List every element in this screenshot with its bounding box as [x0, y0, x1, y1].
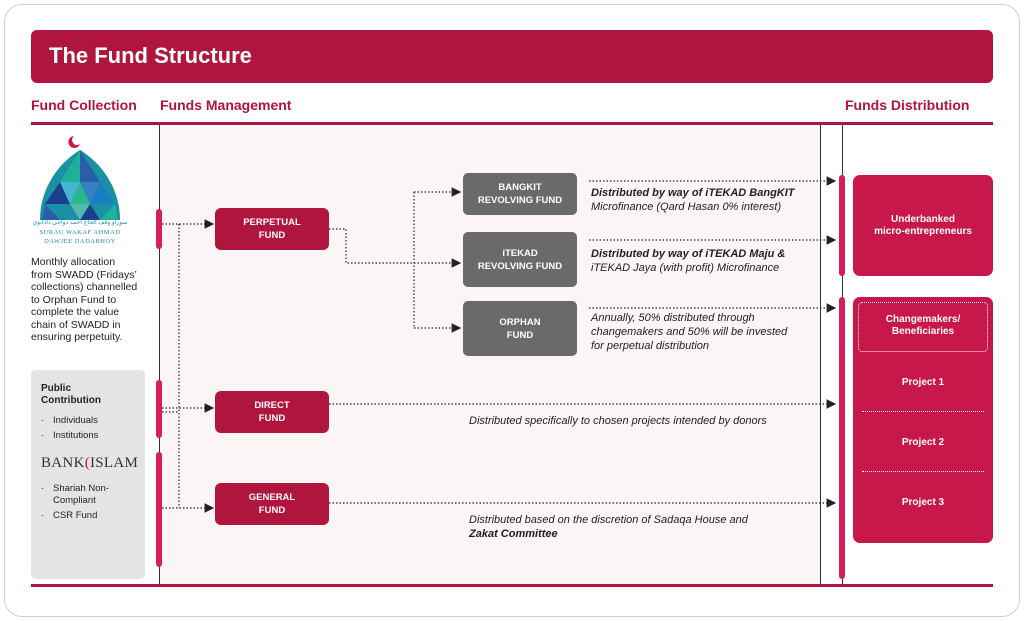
public-title: Public Contribution	[41, 383, 101, 407]
page-title: The Fund Structure	[49, 43, 252, 68]
public-item-label: Individuals	[53, 415, 98, 426]
crescent-icon: (	[84, 455, 90, 471]
desc-line: iTEKAD Jaya (with profit) Microfinance	[591, 262, 780, 274]
project-label: Project 1	[901, 377, 945, 388]
swadd-logo: سوراو وقف الحاج احمد دواجي دادابوي SURAU…	[30, 132, 130, 252]
fund-label: FUND	[258, 230, 286, 241]
desc-line: Distributed by way of iTEKAD Maju &	[591, 248, 786, 260]
divider-left	[159, 125, 160, 584]
fund-label: ORPHAN	[499, 316, 541, 328]
fund-label: FUND	[258, 505, 286, 516]
desc-line: Distributed based on the discretion of S…	[469, 514, 748, 526]
desc-line: Microfinance (Qard Hasan 0% interest)	[591, 201, 782, 213]
swadd-arabic: سوراو وقف الحاج احمد دواجي دادابوي	[32, 220, 128, 226]
connector-pill	[839, 297, 845, 579]
fund-label: DIRECT	[254, 400, 290, 411]
public-item-label: Institutions	[53, 430, 99, 441]
public-title-line: Public	[41, 383, 72, 394]
dist-line: Beneficiaries	[891, 326, 955, 337]
changemakers-box	[858, 302, 988, 352]
orphan-description: Annually, 50% distributed through change…	[591, 311, 787, 353]
desc-line: Distributed by way of iTEKAD BangKIT	[591, 187, 795, 199]
general-fund-box: GENERAL FUND	[215, 483, 329, 525]
bank-logo-text: ISLAM	[90, 455, 139, 471]
bank-logo-text: BANK	[41, 455, 85, 471]
fund-label: GENERAL	[248, 492, 296, 503]
footer-rule	[31, 584, 993, 587]
column-head-collection: Fund Collection	[31, 97, 137, 113]
swadd-line: Monthly allocation	[31, 256, 116, 268]
beneficiaries-box	[853, 297, 993, 543]
general-description: Distributed based on the discretion of S…	[469, 513, 748, 541]
swadd-name-2: DAWJEE DADABHOY	[44, 238, 116, 245]
direct-fund-box: DIRECT FUND	[215, 391, 329, 433]
divider-right-1	[820, 125, 821, 584]
bangkit-description: Distributed by way of iTEKAD BangKIT Mic…	[591, 186, 795, 214]
public-item-cont: Compliant	[53, 495, 96, 506]
direct-description: Distributed specifically to chosen proje…	[469, 415, 767, 427]
connector-pill	[156, 452, 162, 567]
desc-line: for perpetual distribution	[591, 340, 710, 352]
fund-label: FUND	[506, 329, 534, 341]
project-separator	[862, 471, 984, 472]
swadd-line: collections) channelled	[31, 281, 138, 293]
public-item: ·Shariah Non-	[41, 483, 109, 494]
swadd-name-1: SURAU WAKAF AHMAD	[39, 229, 121, 236]
swadd-line: chain of SWADD in	[31, 318, 121, 331]
fund-label: REVOLVING FUND	[477, 195, 563, 206]
bangkit-revolving-fund-box: BANGKIT REVOLVING FUND	[463, 173, 577, 215]
orphan-fund-box: ORPHAN FUND	[463, 301, 577, 356]
header-rule	[31, 122, 993, 125]
project-label: Project 3	[901, 497, 945, 508]
dist-line: Underbanked	[891, 214, 955, 225]
column-head-management: Funds Management	[160, 97, 292, 113]
desc-line: Zakat Committee	[469, 528, 558, 540]
public-title-line: Contribution	[41, 395, 101, 406]
itekad-description: Distributed by way of iTEKAD Maju & iTEK…	[591, 247, 785, 275]
public-item: ·CSR Fund	[41, 510, 98, 521]
underbanked-label: Underbanked micro-entrepreneurs	[853, 214, 993, 238]
project-label: Project 2	[901, 437, 945, 448]
dist-line: Changemakers/	[885, 314, 961, 325]
fund-label: PERPETUAL	[243, 217, 301, 228]
desc-line: Annually, 50% distributed through	[591, 312, 755, 324]
public-item: ·Institutions	[41, 430, 99, 441]
connector-pill	[839, 175, 845, 276]
swadd-line: complete the value	[31, 306, 120, 318]
bank-islam-logo: BANK(ISLAM	[41, 455, 138, 472]
underbanked-box	[853, 175, 993, 276]
perpetual-fund-box: PERPETUAL FUND	[215, 208, 329, 250]
public-item-label: Shariah Non-	[53, 483, 109, 494]
connector-pill	[156, 209, 162, 249]
swadd-description: Monthly allocation from SWADD (Fridays’ …	[31, 256, 155, 344]
fund-label: BANGKIT	[498, 182, 542, 193]
itekad-revolving-fund-box: iTEKAD REVOLVING FUND	[463, 232, 577, 287]
connector-pill	[156, 380, 162, 438]
fund-label: REVOLVING FUND	[477, 260, 563, 272]
mosque-dome-icon	[40, 136, 120, 220]
desc-line: changemakers and 50% will be invested	[591, 326, 788, 338]
swadd-line: to Orphan Fund to	[31, 293, 117, 306]
fund-label: FUND	[258, 413, 286, 424]
fund-label: iTEKAD	[502, 247, 538, 259]
swadd-line: from SWADD (Fridays’	[31, 268, 137, 281]
column-head-distribution: Funds Distribution	[845, 97, 970, 113]
title-bar: The Fund Structure	[31, 30, 993, 83]
dist-line: micro-entrepreneurs	[874, 226, 972, 237]
public-contribution-panel: Public Contribution ·Individuals ·Instit…	[31, 370, 145, 579]
public-item-label: CSR Fund	[53, 510, 98, 521]
swadd-line: ensuring perpetuity.	[31, 331, 123, 343]
project-separator	[862, 411, 984, 412]
changemakers-label: Changemakers/ Beneficiaries	[853, 314, 993, 338]
public-item: ·Individuals	[41, 415, 98, 426]
